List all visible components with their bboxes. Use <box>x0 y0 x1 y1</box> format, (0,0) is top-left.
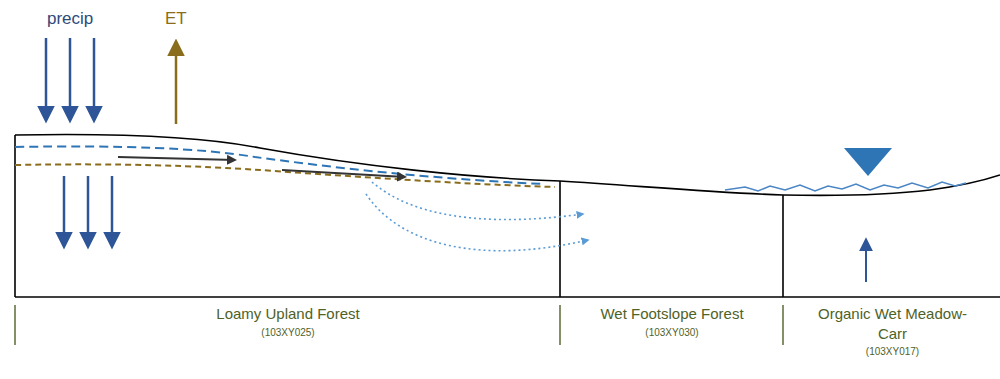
seepage-arrow <box>372 182 583 220</box>
section-divider <box>559 181 561 297</box>
ground-surface <box>15 134 1000 195</box>
region-label: Wet Footslope Forest (103XY030) <box>567 304 777 339</box>
upwelling-arrow <box>865 240 867 282</box>
section-base <box>15 296 1000 298</box>
section-border <box>14 135 16 297</box>
flux-label: precip <box>47 10 93 29</box>
restrictive-layer-line <box>15 164 555 187</box>
ecosite-code: (103XY017) <box>810 345 975 358</box>
ponded-water-line <box>725 182 966 191</box>
section-divider <box>782 195 784 297</box>
percolation-arrow <box>87 176 90 246</box>
et-arrow <box>175 42 178 124</box>
seepage-arrow <box>366 194 588 251</box>
region-name: Loamy Upland Forest <box>28 304 548 324</box>
lateral-flow-arrow <box>282 170 405 177</box>
label-tick <box>782 305 783 345</box>
percolation-arrow <box>63 176 66 246</box>
label-tick <box>14 305 15 345</box>
region-name: Wet Footslope Forest <box>570 304 775 324</box>
label-tick <box>559 305 560 345</box>
precip-arrow <box>93 38 96 120</box>
ecosite-code: (103XY025) <box>28 326 548 339</box>
region-label: Organic Wet Meadow-Carr (103XY017) <box>790 304 995 358</box>
flux-label: ET <box>165 10 187 29</box>
precip-arrow <box>69 38 72 120</box>
precip-arrow <box>45 38 48 120</box>
water-table-line <box>15 146 545 184</box>
ecosite-code: (103XY030) <box>570 326 775 339</box>
water-table-symbol <box>844 148 892 176</box>
lateral-flow-arrow <box>118 157 235 160</box>
region-name: Organic Wet Meadow-Carr <box>810 304 975 343</box>
percolation-arrow <box>111 176 114 246</box>
region-label: Loamy Upland Forest (103XY025) <box>22 304 554 339</box>
